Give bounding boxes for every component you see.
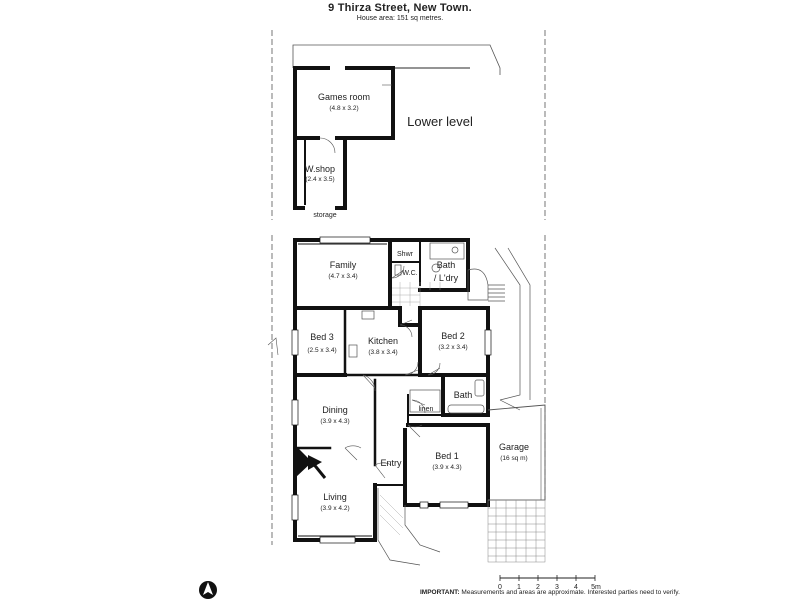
living-bay <box>295 445 327 479</box>
dining-label: Dining <box>322 405 348 415</box>
boundary-mark <box>267 337 279 356</box>
bed2-label: Bed 2 <box>441 331 465 341</box>
living-label: Living <box>323 492 347 502</box>
side-stairs <box>467 247 531 401</box>
bed2-dims: (3.2 x 3.4) <box>438 344 467 351</box>
house-area: House area: 151 sq metres. <box>356 15 444 22</box>
north-arrow-icon <box>199 581 217 599</box>
living-dims: (3.9 x 4.2) <box>320 505 349 512</box>
kitchen-label: Kitchen <box>368 336 398 346</box>
bed3-label: Bed 3 <box>310 332 334 342</box>
storage-label: storage <box>313 212 336 219</box>
linen-label: linen <box>419 406 434 413</box>
scale-tick-5: 5m <box>591 584 601 591</box>
scale-tick-2: 2 <box>536 584 540 591</box>
games-room-dims: (4.8 x 3.2) <box>329 105 358 112</box>
shwr-label: Shwr <box>397 251 414 258</box>
scale-tick-4: 4 <box>574 584 578 591</box>
fixtures <box>348 242 485 414</box>
plan-title: 9 Thirza Street, New Town. <box>328 2 472 14</box>
tile-hatch <box>392 282 441 306</box>
scale-tick-1: 1 <box>517 584 521 591</box>
garage-dims: (16 sq m) <box>500 455 527 462</box>
family-dims: (4.7 x 3.4) <box>328 273 357 280</box>
windows <box>291 236 492 544</box>
scale-bar: 0 1 2 3 4 5m <box>498 575 601 591</box>
wshop-dims: (2.4 x 3.5) <box>305 176 334 183</box>
inner-lines <box>298 243 387 537</box>
entry-label: Entry <box>380 458 402 468</box>
scale-tick-0: 0 <box>498 584 502 591</box>
wshop-label: W.shop <box>305 164 335 174</box>
dining-dims: (3.9 x 4.3) <box>320 418 349 425</box>
disclaimer-note: Measurements and areas are approximate. … <box>459 589 680 596</box>
wc-label: W.C. <box>402 270 417 277</box>
scale-tick-3: 3 <box>555 584 559 591</box>
lower-level-outline <box>292 44 501 210</box>
lower-level-label: Lower level <box>407 114 473 129</box>
disclaimer-important: IMPORTANT: <box>420 589 460 596</box>
family-label: Family <box>330 260 357 270</box>
driveway-paving <box>487 499 546 563</box>
garage-label: Garage <box>499 442 529 452</box>
bed1-dims: (3.9 x 4.3) <box>432 464 461 471</box>
entry-path <box>377 488 441 566</box>
games-room-label: Games room <box>318 92 370 102</box>
bath-ldry-label-2: / L'dry <box>434 273 459 283</box>
bath-ldry-label: Bath <box>437 260 456 270</box>
kitchen-dims: (3.8 x 3.4) <box>368 349 397 356</box>
bath-label: Bath <box>454 390 473 400</box>
boundary-lines <box>271 30 546 545</box>
disclaimer: IMPORTANT: Measurements and areas are ap… <box>420 589 680 596</box>
bed1-label: Bed 1 <box>435 451 459 461</box>
doors <box>344 265 441 479</box>
bed3-dims: (2.5 x 3.4) <box>307 347 336 354</box>
